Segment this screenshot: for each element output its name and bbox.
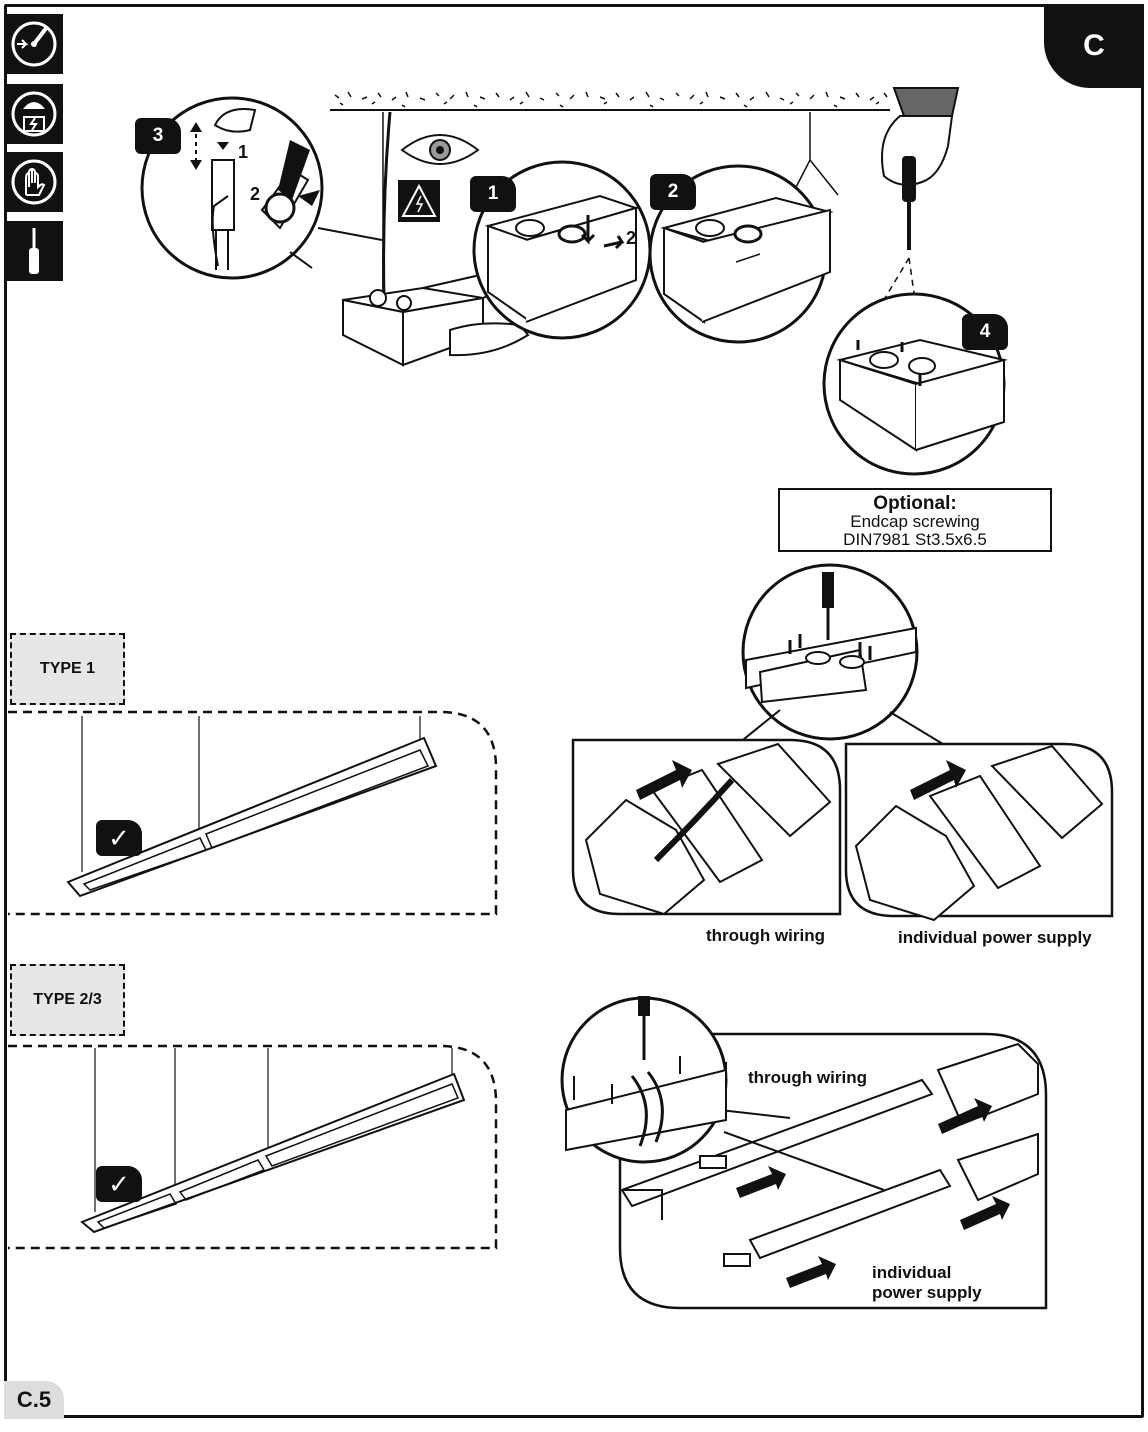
step4-detail-circle	[822, 292, 1008, 476]
step1-detail-circle	[472, 160, 652, 340]
section-tab: C	[1044, 4, 1144, 88]
hand-screwdriver-icon	[881, 87, 960, 250]
individual-power-supply-label: individual power supply	[898, 928, 1092, 947]
electrician-icon	[5, 84, 63, 144]
disconnect-power-icon	[5, 14, 63, 74]
type23-luminaire	[80, 1048, 466, 1234]
electric-warning-icon	[398, 180, 440, 222]
page-frame	[4, 4, 1144, 1418]
screw-detail-circle	[560, 996, 728, 1164]
through-wiring-label: through wiring	[706, 926, 825, 945]
step4-badge: 4	[962, 314, 1008, 350]
step3-badge: 3	[135, 118, 181, 154]
optional-line2: DIN7981 St3.5x6.5	[843, 530, 987, 549]
individual-supply-panel	[844, 742, 1114, 922]
step3-detail-circle	[140, 96, 324, 280]
type23-label: TYPE 2/3	[10, 964, 125, 1036]
step2-badge: 2	[650, 174, 696, 210]
through-wiring-panel	[571, 738, 842, 916]
step1-sub2-label: 2	[626, 228, 637, 248]
step1-badge: 1	[470, 176, 516, 212]
page-number: C.5	[4, 1381, 64, 1419]
ceiling-texture	[330, 88, 890, 111]
individual-label-line2: power supply	[872, 1283, 982, 1302]
substep2-label: 2	[250, 184, 261, 204]
optional-title: Optional:	[873, 493, 957, 514]
check-icon: ✓	[96, 820, 142, 856]
check-icon: ✓	[96, 1166, 142, 1202]
screwdriver-icon	[5, 221, 63, 281]
type1-label: TYPE 1	[10, 633, 125, 705]
step2-detail-circle	[648, 164, 834, 344]
substep1-label: 1	[238, 142, 249, 162]
type1-luminaire	[66, 716, 438, 898]
optional-line1: Endcap screwing	[850, 512, 980, 531]
connection-detail-circle	[741, 563, 919, 741]
eye-icon	[400, 134, 480, 165]
optional-endcap-note: Optional: Endcap screwing DIN7981 St3.5x…	[778, 488, 1052, 552]
through-wiring-label-2: through wiring	[748, 1068, 867, 1087]
individual-label-line1: individual	[872, 1263, 952, 1282]
gloves-icon	[5, 152, 63, 212]
